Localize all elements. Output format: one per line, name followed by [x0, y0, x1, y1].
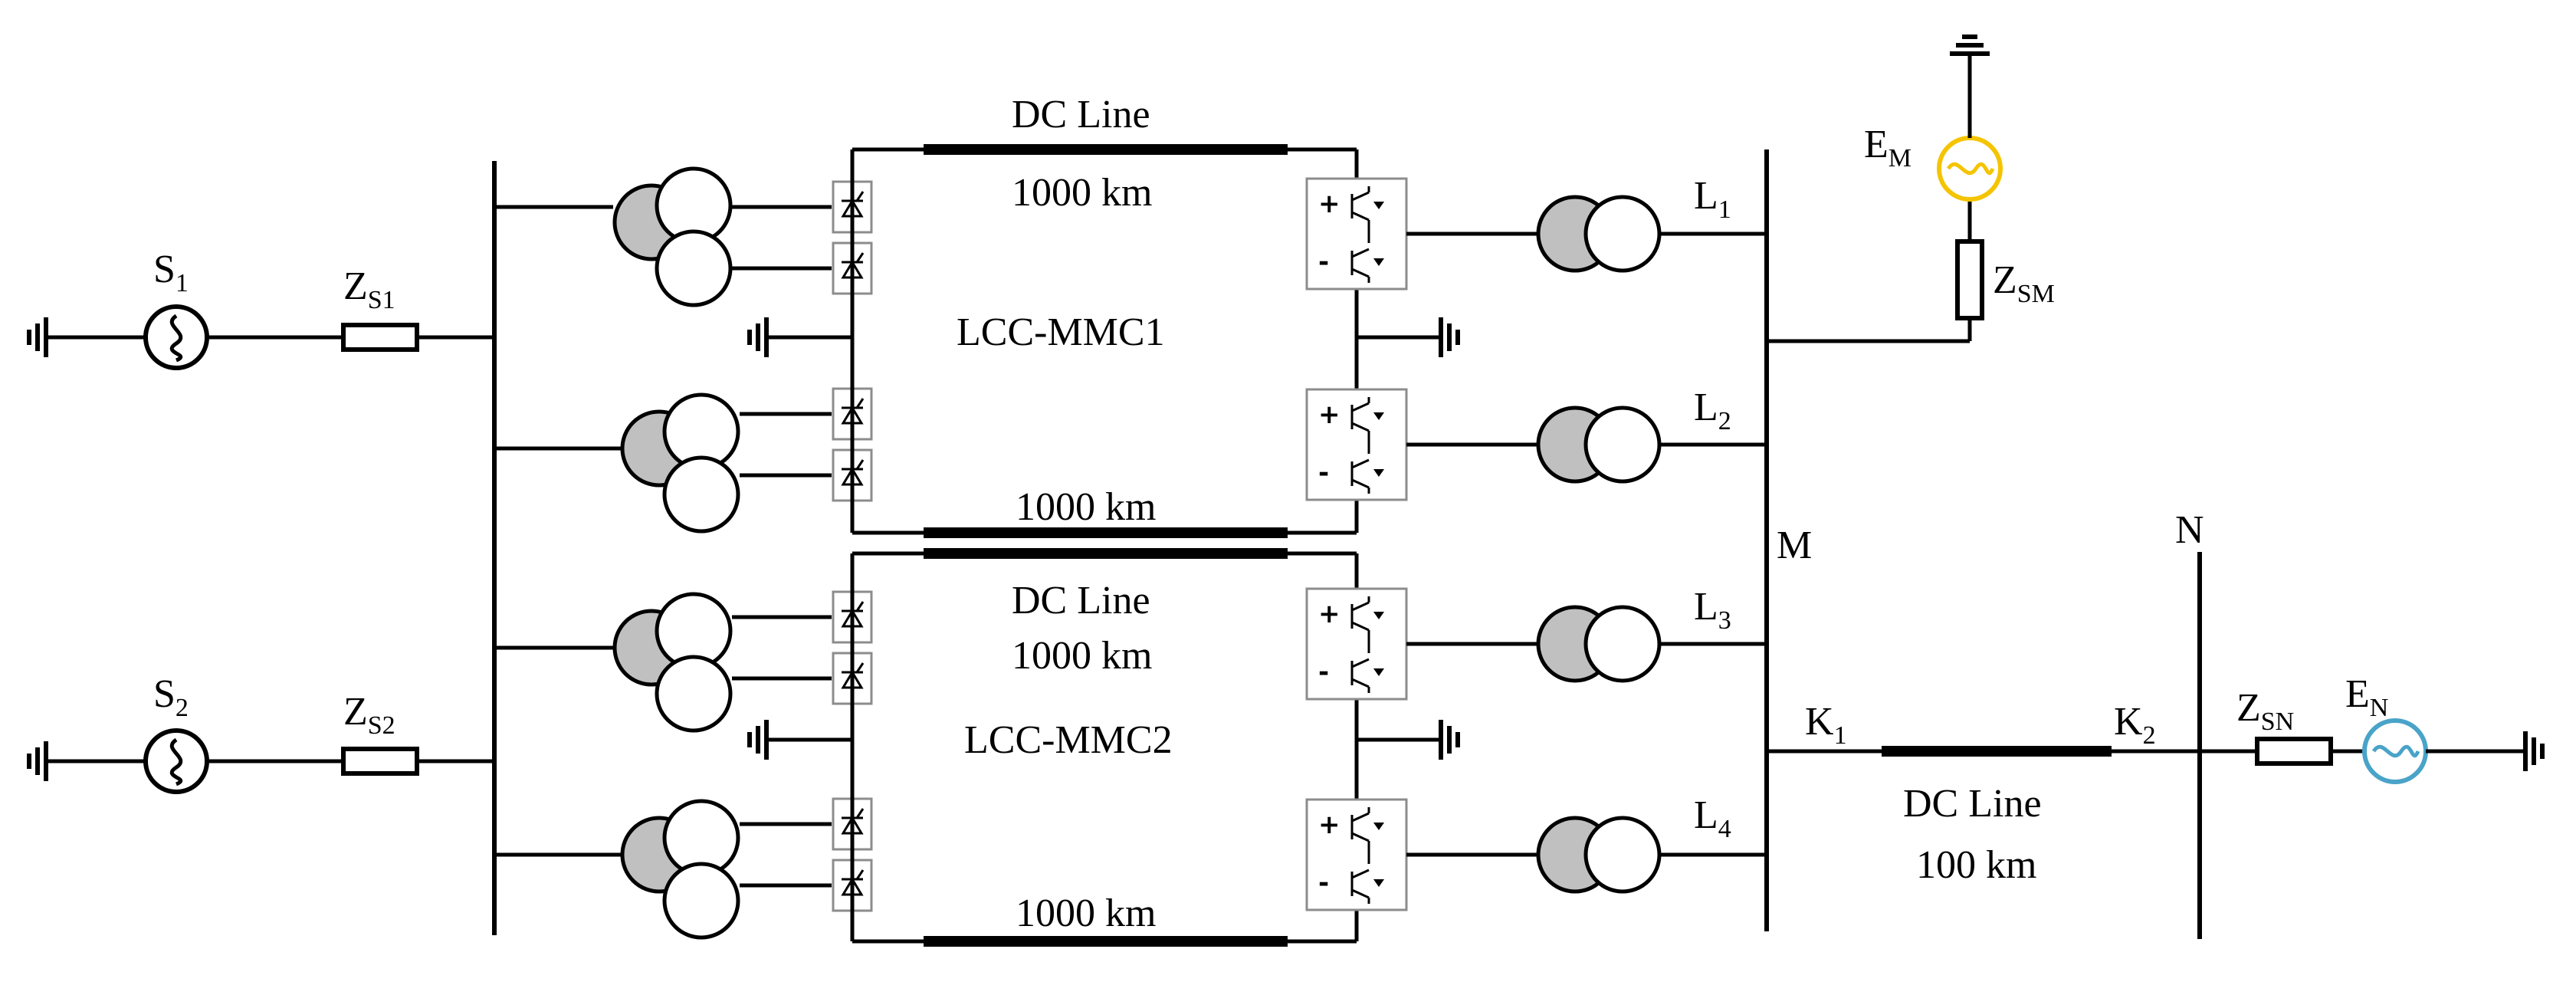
label-s2: S2 — [153, 672, 189, 722]
source-s2-branch — [29, 728, 494, 794]
transformer-1-icon — [615, 169, 730, 305]
label-l1: L1 — [1694, 174, 1731, 224]
label-dc-length-3: 100 km — [1916, 843, 2036, 887]
label-dc-length-2a: 1000 km — [1012, 634, 1152, 678]
label-zsm: ZSM — [1993, 258, 2055, 308]
impedance-zsn-icon — [2255, 737, 2333, 766]
label-k1: K1 — [1805, 700, 1847, 750]
label-zsn: ZSN — [2236, 686, 2294, 736]
lcc-side-converters — [494, 169, 873, 938]
mmc-valve-icon — [1305, 388, 1408, 501]
dc-line-3-branch — [1767, 552, 2542, 939]
label-l2: L2 — [1694, 386, 1731, 435]
label-dc-line-3: DC Line — [1903, 782, 2042, 826]
label-l3: L3 — [1694, 585, 1731, 635]
label-bus-m: M — [1777, 524, 1812, 567]
source-s1-branch — [29, 304, 494, 370]
transformer-l4-icon — [1538, 818, 1659, 892]
transformer-l3-icon — [1538, 607, 1659, 681]
transformer-2-icon — [622, 395, 738, 531]
label-en: EN — [2345, 672, 2388, 722]
transformer-4-icon — [622, 801, 738, 938]
label-dc-line-2: DC Line — [1012, 579, 1150, 622]
label-k2: K2 — [2114, 700, 2156, 750]
label-zs1: ZS1 — [343, 264, 395, 314]
transformer-3-icon — [615, 594, 730, 731]
transformer-l2-icon — [1538, 408, 1659, 481]
label-em: EM — [1864, 123, 1911, 172]
label-dc-length-1a: 1000 km — [1012, 171, 1152, 215]
impedance-zs1-icon — [341, 323, 419, 352]
label-s1: S1 — [153, 248, 189, 297]
mmc-valve-icon — [1305, 177, 1408, 291]
transformer-l1-icon — [1538, 197, 1659, 271]
label-lcc-mmc1: LCC-MMC1 — [957, 310, 1165, 354]
label-dc-length-2b: 1000 km — [1016, 892, 1156, 935]
source-em-branch — [1767, 37, 2003, 343]
impedance-zs2-icon — [341, 747, 419, 776]
label-lcc-mmc2: LCC-MMC2 — [964, 718, 1173, 762]
mmc-side-converters — [1305, 177, 1767, 911]
label-dc-length-1b: 1000 km — [1016, 485, 1156, 529]
impedance-zsm-icon — [1955, 239, 1984, 320]
label-zs2: ZS2 — [343, 690, 395, 740]
label-dc-line-1: DC Line — [1012, 93, 1150, 136]
mmc-valve-icon — [1305, 587, 1408, 701]
label-l4: L4 — [1694, 793, 1731, 843]
mmc-valve-icon — [1305, 798, 1408, 911]
label-bus-n: N — [2175, 508, 2204, 552]
